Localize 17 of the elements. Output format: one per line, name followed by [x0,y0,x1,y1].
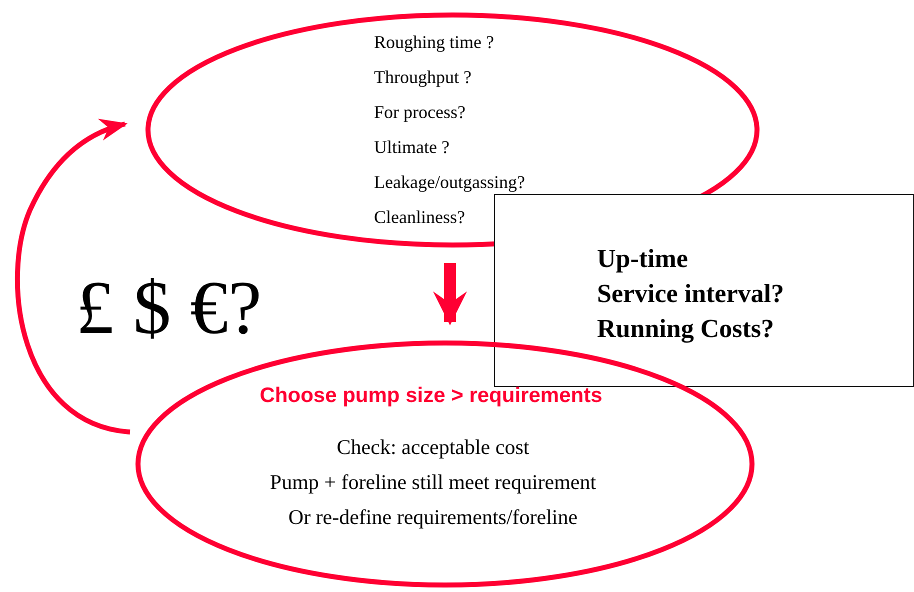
text-line: Ultimate ? [374,137,450,158]
text-box [494,194,914,387]
text-line: Leakage/outgassing? [374,172,525,193]
text-line: Check: acceptable cost [336,435,530,460]
text-line: Or re-define requirements/foreline [288,505,578,530]
text-line: Up-time [597,244,688,274]
text-line: Running Costs? [597,314,774,344]
text-line: Roughing time ? [374,32,494,53]
text-line: Service interval? [597,279,784,309]
heading: Choose pump size > requirements [260,384,602,408]
text-line: Pump + foreline still meet requirement [270,470,596,494]
arrow [15,120,130,434]
arrow [433,263,467,326]
currency-label: £ $ €? [76,270,262,346]
text-line: Cleanliness? [374,207,465,228]
text-line: Throughput ? [374,67,472,88]
text-line: For process? [374,102,466,123]
